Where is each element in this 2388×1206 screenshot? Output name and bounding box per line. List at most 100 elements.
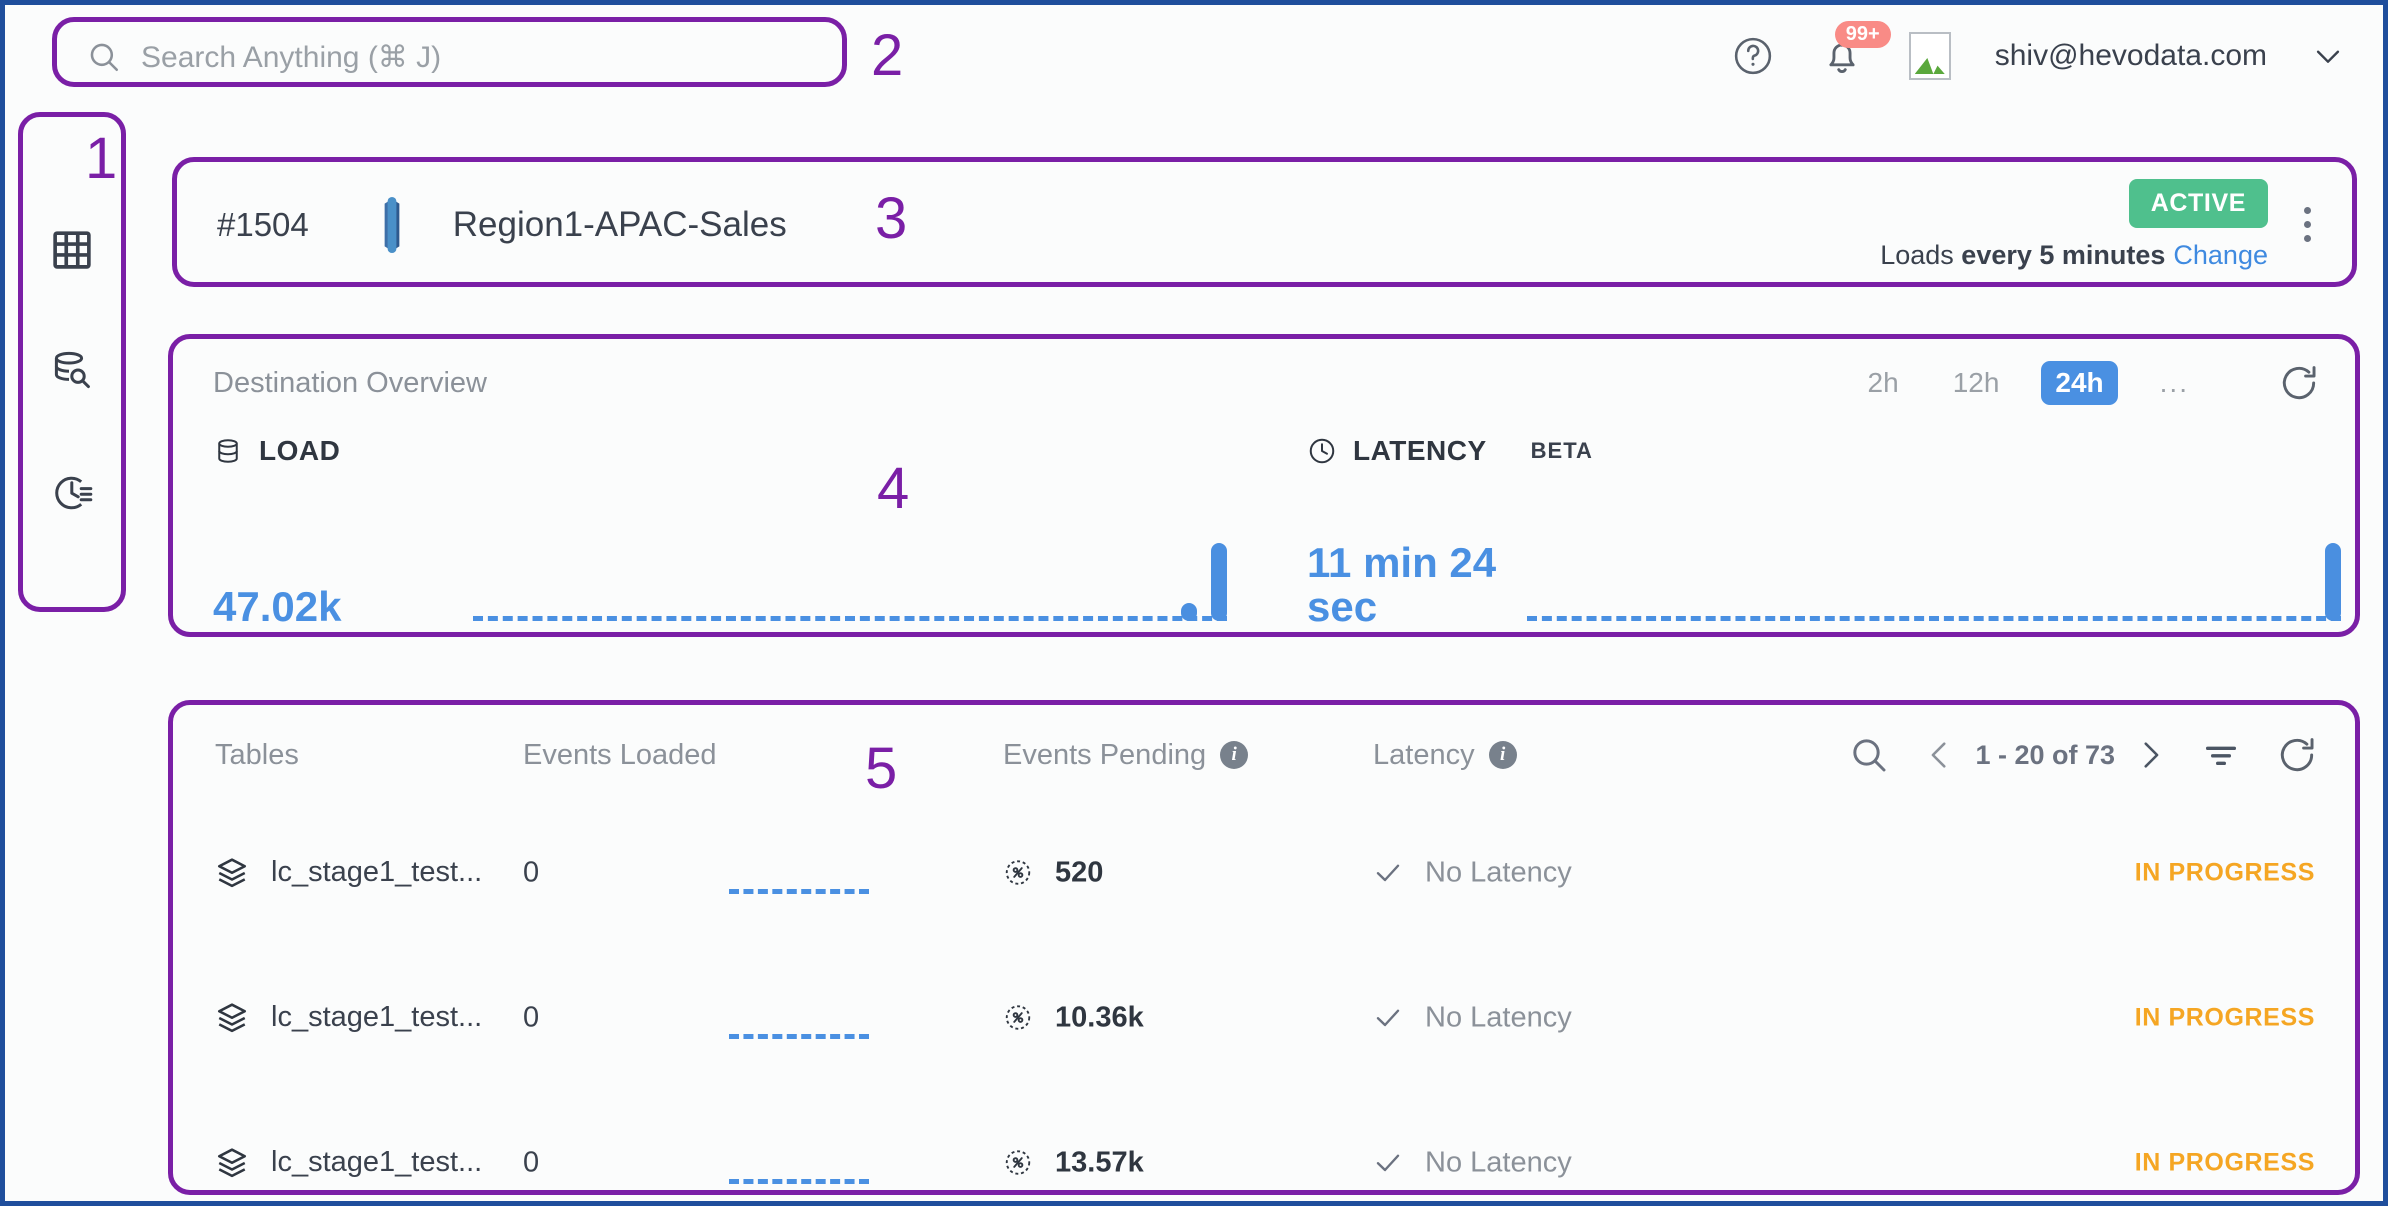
table-name: lc_stage1_test... <box>271 856 483 888</box>
user-email-label[interactable]: shiv@hevodata.com <box>1994 39 2267 72</box>
chevron-left-icon[interactable] <box>1923 738 1957 772</box>
chevron-right-icon[interactable] <box>2133 738 2167 772</box>
row-status-badge: IN PROGRESS <box>2134 1003 2315 1031</box>
metric-load-value: 47.02k <box>213 582 342 630</box>
annotation-number-2: 2 <box>871 23 904 88</box>
metric-load: LOAD 47.02k <box>173 435 1267 639</box>
latency-value: No Latency <box>1425 1146 1572 1178</box>
row-status-badge: IN PROGRESS <box>2134 858 2315 886</box>
tables-list-card: Tables Events Loaded Events Pending i La… <box>173 705 2361 1195</box>
layers-icon <box>215 1146 249 1180</box>
broken-image-icon <box>1908 32 1951 80</box>
bell-icon[interactable]: 99+ <box>1819 21 1891 79</box>
grid-table-icon <box>49 227 95 273</box>
column-label: Tables <box>215 738 299 771</box>
info-icon[interactable]: i <box>1488 741 1517 769</box>
search-input[interactable]: Search Anything (⌘ J) <box>57 22 852 92</box>
events-loaded-value: 0 <box>523 856 540 888</box>
pipeline-name: Region1-APAC-Sales <box>452 204 787 244</box>
latency-cell: No Latency <box>1373 1146 1572 1179</box>
clock-history-icon <box>48 469 96 517</box>
change-schedule-link[interactable]: Change <box>2173 239 2268 270</box>
events-loaded-sparkline <box>729 1179 869 1184</box>
range-24h[interactable]: 24h <box>2041 361 2118 405</box>
metric-latency: LATENCY BETA 11 min 24 sec <box>1267 435 2361 639</box>
layers-icon <box>215 856 249 890</box>
table-row[interactable]: lc_stage1_test... 0 13.57k <box>173 1115 2361 1206</box>
latency-sparkline-chart <box>1527 501 2341 621</box>
sidebar-item-history[interactable] <box>48 469 96 517</box>
overview-header: Destination Overview 2h 12h 24h ... <box>213 361 2321 405</box>
clock-icon <box>1307 436 1337 466</box>
events-loaded-sparkline <box>729 1034 869 1039</box>
events-loaded-value: 0 <box>523 1146 540 1178</box>
chevron-down-icon[interactable] <box>2311 39 2345 73</box>
time-range-selector: 2h 12h 24h ... <box>1856 361 2321 405</box>
table-name: lc_stage1_test... <box>271 1001 483 1033</box>
top-bar: Search Anything (⌘ J) 99+ shiv@hev <box>5 5 2383 110</box>
top-bar-actions: 99+ shiv@hevodata.com <box>1731 19 2345 93</box>
load-sparkline-chart <box>473 501 1227 621</box>
help-circle-icon[interactable] <box>1731 34 1775 78</box>
table-name-cell: lc_stage1_test... <box>215 1001 482 1035</box>
annotation-number-4: 4 <box>877 456 910 521</box>
pagination-label: 1 - 20 of 73 <box>1975 739 2115 770</box>
table-name-cell: lc_stage1_test... <box>215 856 482 890</box>
pending-clock-icon <box>1003 1003 1033 1033</box>
latency-value: No Latency <box>1425 1001 1572 1033</box>
events-pending-value: 10.36k <box>1055 1001 1144 1033</box>
column-header-events-loaded: Events Loaded <box>523 739 716 772</box>
database-icon <box>213 436 243 466</box>
column-label: Events Loaded <box>523 738 717 771</box>
overview-metrics: LOAD 47.02k LATENCY <box>173 435 2361 639</box>
search-icon <box>87 40 121 74</box>
info-icon[interactable]: i <box>1220 741 1249 769</box>
events-pending-value: 13.57k <box>1055 1146 1144 1178</box>
table-row[interactable]: lc_stage1_test... 0 10.36k <box>173 970 2361 1065</box>
pending-clock-icon <box>1003 1148 1033 1178</box>
events-pending-cell: 13.57k <box>1003 1146 1144 1179</box>
notification-badge: 99+ <box>1834 21 1891 48</box>
sparkline-baseline <box>1527 616 2341 621</box>
metric-latency-header: LATENCY BETA <box>1307 435 1593 467</box>
annotation-number-5: 5 <box>865 736 898 801</box>
pipeline-id: #1504 <box>217 205 309 243</box>
sparkline-baseline <box>473 616 1227 621</box>
filter-icon[interactable] <box>2201 735 2241 775</box>
table-name-cell: lc_stage1_test... <box>215 1146 482 1180</box>
metric-load-label: LOAD <box>259 435 341 466</box>
column-label: Events Pending <box>1003 738 1207 771</box>
events-loaded-value: 0 <box>523 1001 540 1033</box>
tables-header-row: Tables Events Loaded Events Pending i La… <box>173 705 2361 805</box>
status-badge: ACTIVE <box>2128 178 2268 228</box>
layers-icon <box>215 1001 249 1035</box>
events-pending-cell: 10.36k <box>1003 1001 1144 1034</box>
database-search-icon <box>48 347 96 395</box>
redshift-icon <box>371 196 413 253</box>
overview-refresh-icon[interactable] <box>2277 361 2321 405</box>
table-row[interactable]: lc_stage1_test... 0 520 <box>173 825 2361 920</box>
row-status-badge: IN PROGRESS <box>2134 1148 2315 1176</box>
metric-latency-value: 11 min 24 sec <box>1307 538 1497 630</box>
sparkline-bar <box>1211 543 1227 621</box>
range-2h[interactable]: 2h <box>1867 367 1899 398</box>
range-more[interactable]: ... <box>2159 367 2189 398</box>
sidebar-item-query[interactable] <box>48 347 96 395</box>
table-name: lc_stage1_test... <box>271 1146 483 1178</box>
latency-cell: No Latency <box>1373 856 1572 889</box>
beta-tag: BETA <box>1530 438 1593 463</box>
tables-refresh-icon[interactable] <box>2275 733 2319 777</box>
check-icon <box>1373 1148 1403 1178</box>
more-vertical-icon[interactable] <box>2298 201 2317 248</box>
range-12h[interactable]: 12h <box>1952 367 2000 398</box>
annotation-number-1: 1 <box>85 126 118 191</box>
column-label: Latency <box>1373 738 1475 771</box>
events-pending-value: 520 <box>1055 856 1104 888</box>
overview-title: Destination Overview <box>213 366 487 399</box>
table-search-icon[interactable] <box>1849 735 1889 775</box>
latency-cell: No Latency <box>1373 1001 1572 1034</box>
sidebar-item-tables[interactable] <box>49 227 95 273</box>
column-header-latency: Latency i <box>1373 739 1517 772</box>
